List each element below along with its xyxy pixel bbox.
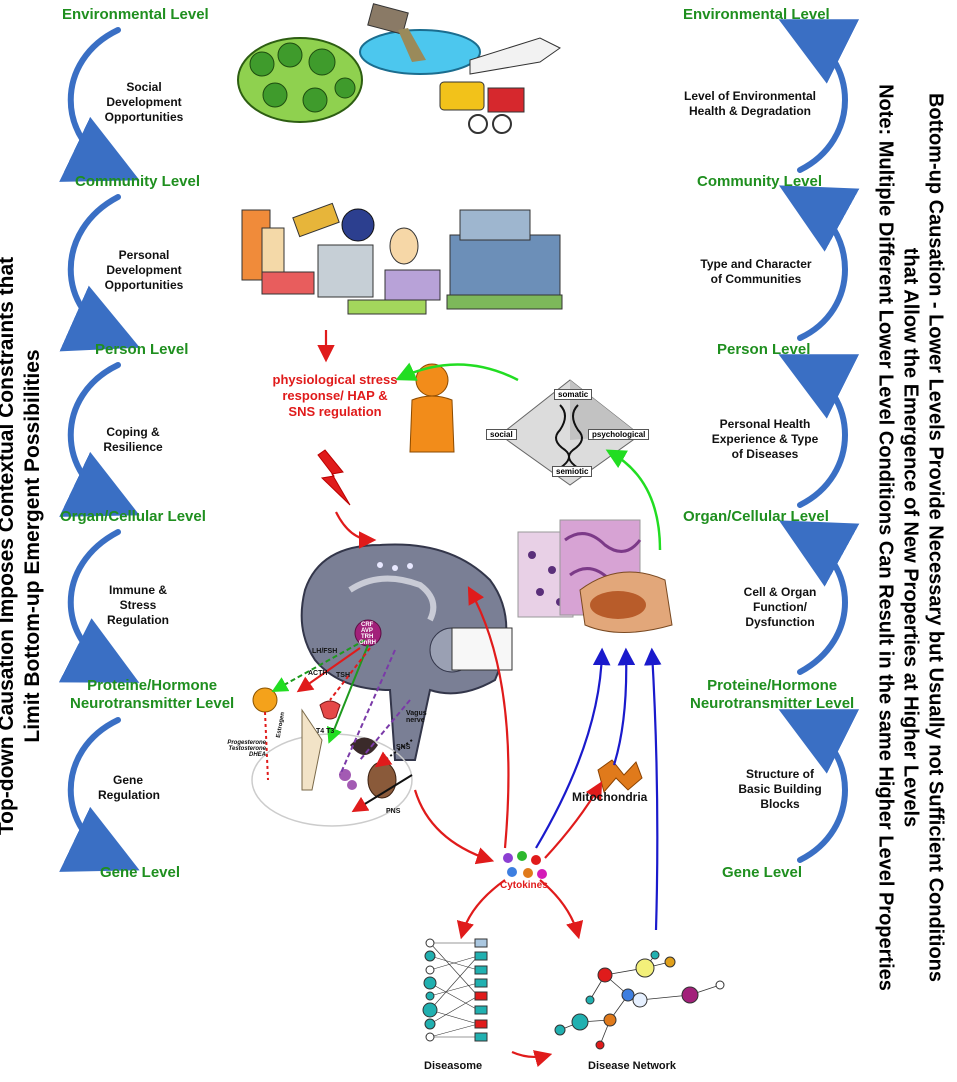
right-level-organ: Organ/Cellular Level [683,508,829,525]
diamond-label-semiotic: semiotic [552,466,593,477]
right-level-community: Community Level [697,173,823,190]
green-arrows [395,362,662,551]
tissue-illustration [517,519,673,633]
brain-illustration [251,543,513,827]
right-title-line3: Note: Multiple Different Lower Level Con… [874,84,897,991]
left-arc-3 [59,362,140,517]
brain-label-sex-hormones: Progesterone Testosterone DHEA [227,740,266,758]
right-vertical-title: Bottom-up Causation - Lower Levels Provi… [873,0,948,1078]
brain-label-trh: TRH [361,634,374,640]
cytokines-label: Cytokines [500,880,548,891]
left-title-line2: Limit Bottom-up Emergent Possibilities [21,349,44,743]
diamond-label-psychological: psychological [588,429,650,440]
diamond-label-somatic: somatic [554,389,593,400]
right-level-proteine-line2: Neurotransmitter Level [690,695,855,712]
left-arc-label-4: Immune & Stress Regulation [107,583,169,627]
person-figure-icon [409,363,455,453]
hormone-pathways [264,639,413,813]
left-arc-label-1: Social Development Opportunities [104,80,184,124]
blue-arrows [535,647,662,931]
brain-label-pns: PNS [386,808,401,815]
left-arc-2 [59,194,140,352]
left-arcs [58,27,140,872]
disease-network-graph [554,950,725,1050]
brain-label-avp: AVP [361,628,373,634]
left-vertical-title: Top-down Causation Imposes Contextual Co… [0,96,46,996]
right-arc-label-3: Personal Health Experience & Type of Dis… [711,417,819,461]
left-arc-label-2: Personal Development Opportunities [104,248,184,292]
right-arc-label-2: Type and Character of Communities [700,257,812,286]
right-arc-4 [778,520,860,675]
environment-illustration [237,3,561,134]
left-level-gene: Gene Level [100,864,181,881]
right-arc-2 [778,185,860,341]
brain-label-acth: ACTH [308,670,328,677]
left-level-environmental: Environmental Level [62,6,209,23]
left-arc-4 [58,529,140,683]
left-title-line1: Top-down Causation Imposes Contextual Co… [0,256,18,836]
community-illustration [241,202,563,315]
brain-label-sns: SNS [396,744,411,751]
diseasome-graph [422,938,488,1042]
stress-lightning-icon [317,449,351,506]
right-title-line2: that Allow the Emergence of New Properti… [899,247,922,828]
right-arc-3 [778,354,860,508]
right-level-environmental: Environmental Level [683,6,830,23]
left-level-proteine-line1: Proteine/Hormone [87,677,218,694]
brain-label-crf: CRF [361,622,374,628]
mitochondria-icon [597,759,643,794]
diseasome-label: Diseasome [424,1060,483,1072]
right-arc-5 [778,709,860,863]
right-arc-label-4: Cell & Organ Function/ Dysfunction [743,585,817,629]
right-arcs [778,19,860,863]
right-title-line1: Bottom-up Causation - Lower Levels Provi… [924,92,947,982]
right-level-person: Person Level [717,341,811,358]
disease-network-label: Disease Network [588,1060,677,1072]
right-level-gene: Gene Level [722,864,803,881]
right-level-proteine: Proteine/Hormone Neurotransmitter Level [690,677,854,713]
mitochondria-label: Mitochondria [572,790,648,804]
left-level-proteine: Proteine/Hormone Neurotransmitter Level [70,677,234,713]
brain-label-t4t3: T4 T3 [316,728,335,735]
red-arrows [317,330,603,1068]
left-level-person: Person Level [95,341,189,358]
left-level-proteine-line2: Neurotransmitter Level [70,695,235,712]
left-arc-5 [59,717,140,872]
left-arc-label-3: Coping & Resilience [103,425,163,454]
stress-response-label: physiological stress response/ HAP & SNS… [272,372,398,419]
left-level-organ: Organ/Cellular Level [60,508,206,525]
left-arc-1 [59,27,140,182]
right-arc-1 [778,19,860,173]
brain-label-lhfsh: LH/FSH [312,648,338,655]
right-arc-label-5: Structure of Basic Building Blocks [738,767,822,811]
brain-label-gnrh: GnRH [359,640,376,646]
left-arc-label-5: Gene Regulation [98,773,160,802]
cytokine-cluster [503,851,547,879]
right-level-proteine-line1: Proteine/Hormone [707,677,838,694]
brain-label-vagus: Vagus nerve [406,710,427,724]
diamond-label-social: social [486,429,517,440]
left-level-community: Community Level [75,173,201,190]
brain-label-tsh: TSH [336,672,350,679]
right-arc-label-1: Level of Environmental Health & Degradat… [683,89,817,118]
